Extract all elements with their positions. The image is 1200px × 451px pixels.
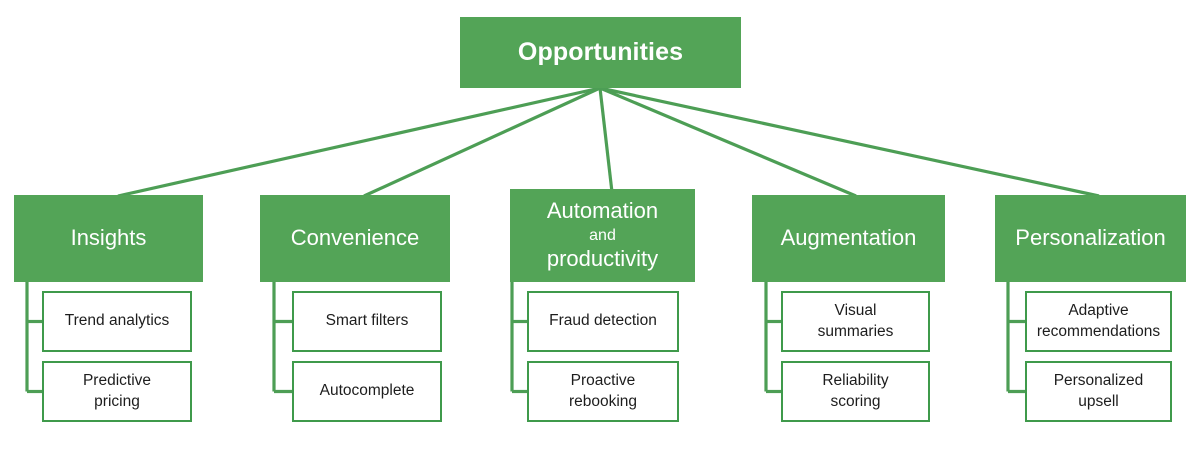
branch-label-line: productivity bbox=[546, 246, 659, 272]
leaf-node-smart-filters[interactable]: Smart filters bbox=[292, 291, 442, 352]
branch-node-insights[interactable]: Insights bbox=[14, 195, 203, 282]
branch-label-line: Convenience bbox=[290, 225, 420, 251]
leaf-node-fraud-detection[interactable]: Fraud detection bbox=[527, 291, 679, 352]
leaf-node-trend-analytics[interactable]: Trend analytics bbox=[42, 291, 192, 352]
branch-node-label: Insights bbox=[65, 225, 153, 252]
branch-label-line: Insights bbox=[70, 225, 147, 251]
branch-label-line: Personalization bbox=[1015, 225, 1166, 251]
branch-node-augmentation[interactable]: Augmentation bbox=[752, 195, 945, 282]
branch-node-label: Convenience bbox=[285, 225, 425, 252]
branch-node-convenience[interactable]: Convenience bbox=[260, 195, 450, 282]
root-node-label: Opportunities bbox=[517, 38, 684, 67]
leaf-node-label: Trend analytics bbox=[64, 312, 170, 330]
branch-node-label: Augmentation bbox=[775, 225, 923, 252]
leaf-node-autocomplete[interactable]: Autocomplete bbox=[292, 361, 442, 422]
branch-node-personalization[interactable]: Personalization bbox=[995, 195, 1186, 282]
root-node-opportunities[interactable]: Opportunities bbox=[460, 17, 741, 88]
branch-node-automation-and-productivity[interactable]: Automation and productivity bbox=[510, 189, 695, 282]
branch-node-label: Personalization bbox=[1009, 225, 1171, 252]
branch-label-line: Augmentation bbox=[780, 225, 917, 251]
leaf-node-label: Smart filters bbox=[325, 312, 409, 330]
branch-label-line: and bbox=[589, 226, 616, 244]
branch-label-line: Automation bbox=[546, 197, 659, 223]
leaf-node-label: Fraud detection bbox=[549, 312, 657, 330]
branch-node-label: Automation and productivity bbox=[541, 198, 664, 273]
leaf-node-label: Autocomplete bbox=[319, 382, 415, 400]
